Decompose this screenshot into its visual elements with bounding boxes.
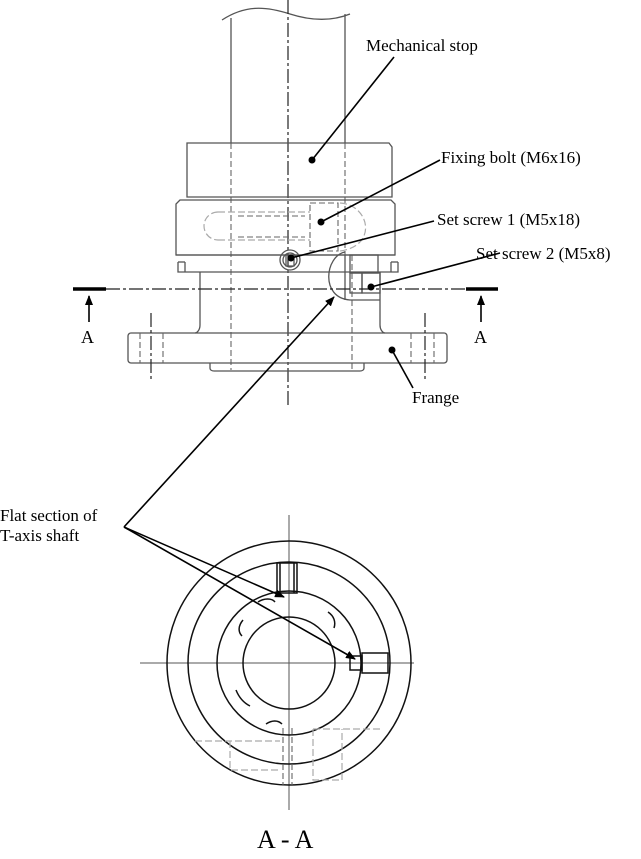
ring-circle xyxy=(187,561,391,765)
flat-section-leaders xyxy=(123,296,356,660)
callout-flat-section-line2: T-axis shaft xyxy=(0,526,79,545)
callout-mechanical-stop: Mechanical stop xyxy=(366,36,478,55)
side-view: A A Mechanical stop Fixing bolt (M6x16) … xyxy=(73,0,611,408)
callout-set-screw-2: Set screw 2 (M5x8) xyxy=(476,244,611,263)
section-set-screw-2 xyxy=(349,652,389,674)
section-mark-right: A xyxy=(474,327,487,347)
clamp-ring xyxy=(175,199,396,256)
set-screw-1 xyxy=(279,249,301,271)
section-view-a-a xyxy=(140,515,414,810)
callout-set-screw-1: Set screw 1 (M5x18) xyxy=(437,210,580,229)
mechanical-stop-body xyxy=(186,142,393,198)
fixing-bolt xyxy=(203,202,367,252)
flange-outer-circle xyxy=(166,540,412,786)
section-view-title: A - A xyxy=(257,825,314,854)
callout-flat-section-line1: Flat section of xyxy=(0,506,98,525)
callout-fixing-bolt: Fixing bolt (M6x16) xyxy=(441,148,581,167)
flange xyxy=(127,313,448,380)
set-screw-2 xyxy=(328,251,381,301)
callout-flange: Frange xyxy=(412,388,459,407)
t-axis-shaft xyxy=(221,7,351,143)
shaft-bore-circle xyxy=(242,616,336,710)
section-set-screw-1 xyxy=(276,562,298,594)
section-mark-left: A xyxy=(81,327,94,347)
collar-circle xyxy=(216,590,362,736)
